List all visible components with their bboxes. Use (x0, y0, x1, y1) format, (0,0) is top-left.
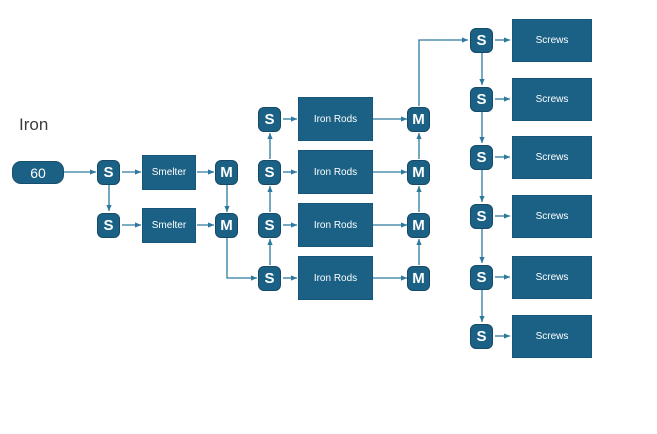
iron-rods-2[interactable]: Iron Rods (298, 150, 373, 194)
splitter-2[interactable]: S (97, 213, 120, 238)
splitter-8[interactable]: S (470, 87, 493, 112)
merger-6[interactable]: M (407, 266, 430, 291)
splitter-3[interactable]: S (258, 107, 281, 132)
screws-5[interactable]: Screws (512, 256, 592, 299)
screws-3[interactable]: Screws (512, 136, 592, 179)
screws-2[interactable]: Screws (512, 78, 592, 121)
page-title: Iron (19, 115, 49, 134)
screws-1[interactable]: Screws (512, 19, 592, 62)
screws-4[interactable]: Screws (512, 195, 592, 238)
splitter-7[interactable]: S (470, 28, 493, 53)
iron-rods-3[interactable]: Iron Rods (298, 203, 373, 247)
iron-rods-1[interactable]: Iron Rods (298, 97, 373, 141)
merger-2[interactable]: M (215, 213, 238, 238)
splitter-12[interactable]: S (470, 324, 493, 349)
smelter-1[interactable]: Smelter (142, 155, 196, 190)
screws-6[interactable]: Screws (512, 315, 592, 358)
splitter-5[interactable]: S (258, 213, 281, 238)
splitter-11[interactable]: S (470, 265, 493, 290)
source-amount-node[interactable]: 60 (12, 161, 64, 184)
splitter-6[interactable]: S (258, 266, 281, 291)
merger-1[interactable]: M (215, 160, 238, 185)
merger-3[interactable]: M (407, 107, 430, 132)
merger-4[interactable]: M (407, 160, 430, 185)
smelter-2[interactable]: Smelter (142, 208, 196, 243)
splitter-9[interactable]: S (470, 145, 493, 170)
splitter-10[interactable]: S (470, 204, 493, 229)
iron-rods-4[interactable]: Iron Rods (298, 256, 373, 300)
merger-5[interactable]: M (407, 213, 430, 238)
splitter-4[interactable]: S (258, 160, 281, 185)
splitter-1[interactable]: S (97, 160, 120, 185)
